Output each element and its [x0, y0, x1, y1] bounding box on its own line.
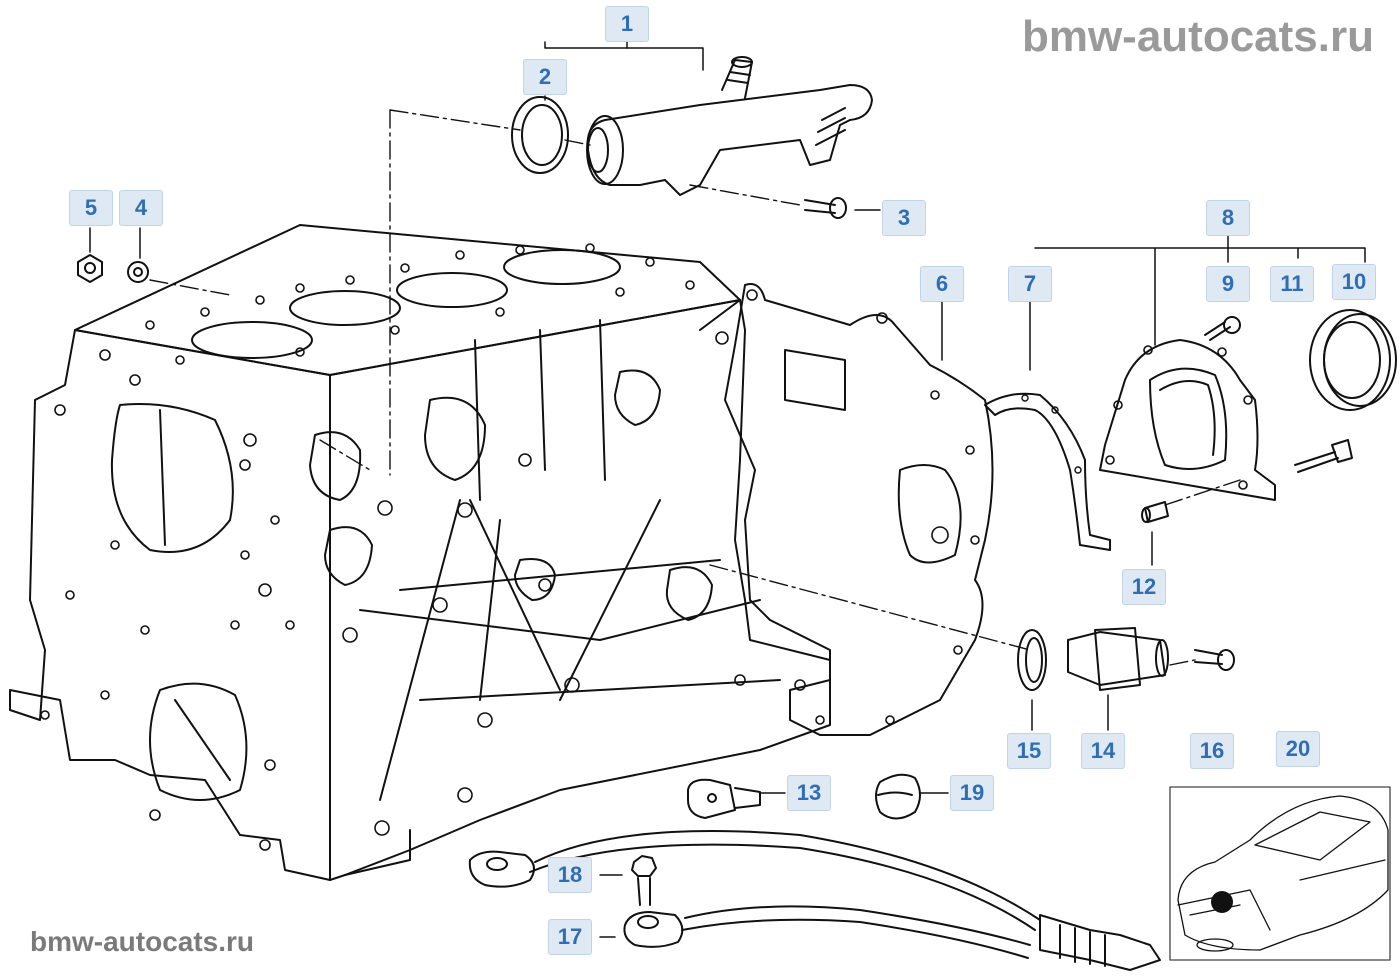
o-ring-15 [1017, 629, 1047, 691]
callout-14[interactable]: 14 [1081, 733, 1125, 769]
callout-11[interactable]: 11 [1270, 266, 1314, 302]
radial-shaft-seal [1309, 309, 1397, 411]
plug-19 [875, 773, 921, 820]
callout-19[interactable]: 19 [950, 775, 994, 811]
callout-4[interactable]: 4 [119, 190, 163, 226]
callout-9[interactable]: 9 [1206, 266, 1250, 302]
o-ring-2 [511, 96, 569, 174]
knock-sensor-harness [468, 830, 1161, 971]
callout-6[interactable]: 6 [920, 266, 964, 302]
bolt-3 [804, 197, 847, 219]
callout-16[interactable]: 16 [1190, 733, 1234, 769]
watermark-bottom: bmw-autocats.ru [30, 926, 255, 957]
callout-3[interactable]: 3 [882, 200, 926, 236]
vehicle-locator-inset [1169, 786, 1391, 961]
callout-13[interactable]: 13 [787, 775, 831, 811]
washer-4 [127, 261, 149, 283]
callout-20[interactable]: 20 [1276, 731, 1320, 767]
seal-carrier [1099, 339, 1276, 501]
callout-12[interactable]: 12 [1122, 569, 1166, 605]
callout-17[interactable]: 17 [548, 919, 592, 955]
engine-block [9, 224, 831, 881]
drain-plug-13 [687, 778, 761, 819]
dowel-12 [1141, 501, 1169, 523]
dash-lines [149, 109, 1241, 666]
oil-pipe [586, 56, 873, 196]
callout-10[interactable]: 10 [1332, 264, 1376, 300]
bolt-18 [631, 855, 657, 906]
leader-lines [89, 39, 1366, 938]
rear-plate [724, 283, 994, 736]
rear-seal-gasket [984, 392, 1111, 551]
callout-18[interactable]: 18 [548, 857, 592, 893]
callout-15[interactable]: 15 [1007, 733, 1051, 769]
callout-5[interactable]: 5 [69, 190, 113, 226]
bolt-16 [1194, 649, 1235, 671]
callout-1[interactable]: 1 [605, 6, 649, 42]
callout-7[interactable]: 7 [1008, 266, 1052, 302]
callout-2[interactable]: 2 [523, 59, 567, 95]
bolt-seal-carrier [1294, 439, 1353, 473]
bolt-9 [1204, 316, 1241, 341]
callout-8[interactable]: 8 [1206, 200, 1250, 236]
sensor-14 [1067, 627, 1169, 691]
location-marker [1211, 891, 1233, 913]
watermark-top: bmw-autocats.ru [1021, 12, 1374, 61]
bolt-5 [77, 254, 103, 283]
